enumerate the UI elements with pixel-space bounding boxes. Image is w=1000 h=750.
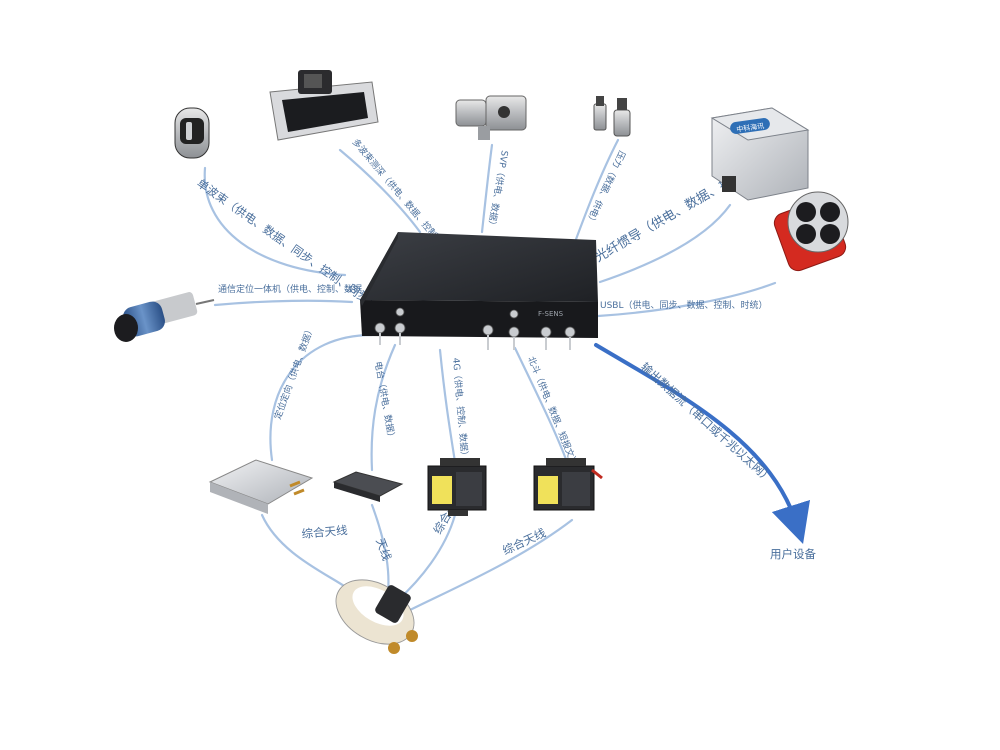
line-pressure [573, 138, 620, 244]
radio-modem-icon [332, 471, 404, 502]
line-dtu-1 [438, 348, 457, 464]
label-antenna-2: 天线 [373, 536, 394, 563]
label-output-stream: 输出数据流（串口或千兆以太网） [638, 360, 776, 486]
gnss-receiver-icon [208, 459, 314, 514]
dtu-4g-icon [427, 458, 487, 516]
gyro-brand-label: 中科海讯 [736, 121, 765, 134]
label-dtu-2: 北斗（供电、数据、短报文） [525, 355, 580, 468]
line-multibeam [338, 148, 422, 234]
integrated-antenna-icon [335, 579, 418, 654]
connector-labels: 单波束（供电、数据、同步、控制、同步） 通信定位一体机（供电、控制、数据、同步、… [194, 136, 816, 563]
line-usbl [596, 281, 777, 318]
line-radio [370, 343, 397, 472]
label-pressure: 压力（数据、供电） [583, 149, 628, 227]
line-sensor-top [480, 143, 494, 234]
label-antenna-1: 综合天线 [301, 523, 349, 541]
fiber-optic-gyro-icon: 中科海讯 [710, 107, 810, 201]
usbl-acoustic-array-icon [773, 191, 849, 272]
line-single-beam [203, 166, 347, 277]
hub-brand: F-SENS [538, 310, 564, 318]
line-antenna-2 [370, 503, 390, 594]
hub-connectors [374, 307, 576, 338]
line-gnss-receiver [269, 333, 374, 462]
label-user-device: 用户设备 [770, 547, 816, 561]
line-antenna-1 [260, 513, 352, 592]
line-dtu-2 [513, 346, 569, 464]
dtu-beidou-icon [533, 458, 603, 511]
comm-positioning-unit-icon [114, 292, 215, 342]
line-comm-positioning [213, 299, 354, 307]
multibeam-sonar-icon [269, 70, 379, 141]
pressure-sensor-icon [593, 96, 631, 137]
label-usbl: USBL（供电、同步、数据、控制、时统） [600, 299, 768, 311]
label-gnss-receiver: 定位定向（供电、数据） [272, 324, 317, 421]
svp-sensor-icon [455, 95, 527, 140]
line-antenna-4 [408, 518, 574, 612]
output-arrow [594, 343, 810, 545]
single-beam-transducer-icon [174, 107, 210, 159]
line-fog [598, 203, 732, 284]
central-hub: F-SENS [360, 232, 598, 350]
